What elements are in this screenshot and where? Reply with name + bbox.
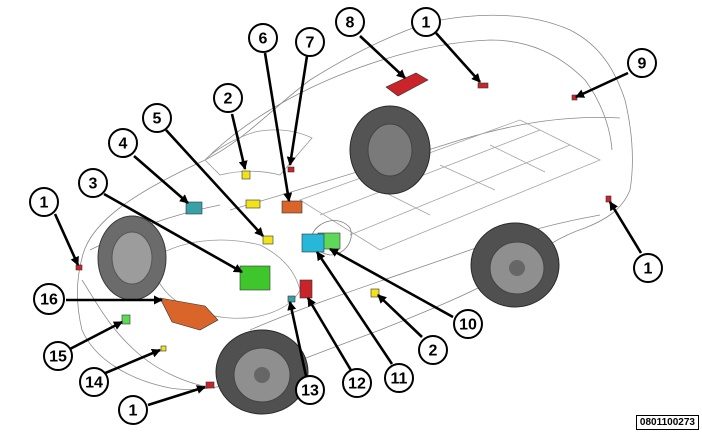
leader-15 [67,320,123,352]
figure-id-label: 0801100273 [635,415,699,430]
floor-pan [299,119,601,251]
module-4 [185,201,203,215]
leader-7 [286,55,309,166]
module-11 [301,233,325,253]
svg-text:1: 1 [129,403,138,420]
module-15 [121,314,131,325]
svg-text:2: 2 [429,343,438,360]
leader-14 [102,348,161,376]
svg-text:3: 3 [89,176,98,193]
callout-9: 9 [627,48,657,78]
svg-text:2: 2 [224,91,233,108]
callout-1-front-left: 1 [29,187,59,217]
callout-14: 14 [79,367,109,397]
vehicle-body-outline [77,14,633,390]
callout-6: 6 [248,23,278,53]
leader-1-front-bumper [147,385,206,407]
leader-9 [575,71,629,99]
callout-10: 10 [453,309,483,339]
beltline [229,116,621,211]
svg-text:5: 5 [153,111,162,128]
front-right-wheel [215,329,309,415]
svg-text:8: 8 [346,15,355,32]
callout-2-lower: 2 [418,335,448,365]
module-8 [385,72,429,97]
leader-2-upper [230,113,248,170]
module-6 [281,200,303,214]
callout-12: 12 [342,368,372,398]
module-5-b [262,235,274,245]
module-1-front-bumper [205,381,215,389]
module-1-rear-right-corner [605,195,612,203]
rear-right-wheel [470,222,560,308]
leader-8 [359,35,406,79]
svg-text:10: 10 [459,317,477,334]
leader-13 [287,301,308,377]
svg-text:12: 12 [348,376,366,393]
cross-member-2 [439,164,496,191]
callout-13: 13 [295,375,325,405]
module-14 [160,345,167,352]
module-2-lower [370,288,380,298]
callout-4: 4 [108,128,138,158]
leader-12 [306,297,354,373]
floor-rail-1 [319,129,541,216]
callout-7: 7 [295,27,325,57]
callout-3: 3 [78,168,108,198]
leader-5 [165,129,264,237]
roof-line [204,39,613,161]
callout-8: 8 [335,7,365,37]
svg-text:1: 1 [40,195,49,212]
callout-5: 5 [142,103,172,133]
callout-1-rear-right-corner: 1 [633,253,663,283]
wheels [97,105,560,415]
svg-text:9: 9 [638,56,647,73]
svg-text:7: 7 [306,35,315,52]
svg-text:14: 14 [85,375,103,392]
callout-2-upper: 2 [213,83,243,113]
leader-1-front-left [53,213,80,266]
front-left-wheel [97,215,167,301]
leader-lines [53,32,643,407]
rear-left-wheel [349,105,431,195]
svg-text:15: 15 [49,349,67,366]
svg-text:1: 1 [644,261,653,278]
leader-3 [103,192,243,274]
module-3 [239,265,271,291]
callout-1-rear-roof-left: 1 [411,7,441,37]
windshield [204,129,313,176]
leader-4 [133,155,189,204]
callout-15: 15 [43,341,73,371]
module-16 [159,297,219,331]
leader-6 [263,52,293,202]
vehicle-illustration [77,14,633,390]
cross-member-3 [489,144,546,173]
modules [75,72,612,389]
leader-1-rear-roof-left [435,32,481,83]
module-5-a [245,199,261,209]
leader-2-lower [377,294,423,338]
module-1-rear-roof-left [477,82,489,89]
svg-text:16: 16 [40,292,58,309]
leader-10 [329,247,454,319]
leader-11 [315,251,394,365]
svg-text:11: 11 [391,371,408,388]
svg-text:4: 4 [119,136,128,153]
svg-text:1: 1 [422,15,431,32]
module-7 [287,166,295,173]
callouts: 1 1 1 1 2 2 3 4 5 6 7 8 9 10 11 12 13 14… [29,7,663,425]
leader-1-rear-right-corner [608,201,643,254]
module-12 [299,279,313,299]
module-1-front-left [75,264,83,271]
svg-text:13: 13 [301,383,319,400]
module-2-upper [241,170,251,180]
svg-text:6: 6 [259,31,268,48]
callout-11: 11 [384,363,414,393]
module-13 [287,295,296,303]
callout-1-front-bumper: 1 [118,395,148,425]
callout-16: 16 [33,283,65,315]
floor-rail-2 [349,144,571,236]
